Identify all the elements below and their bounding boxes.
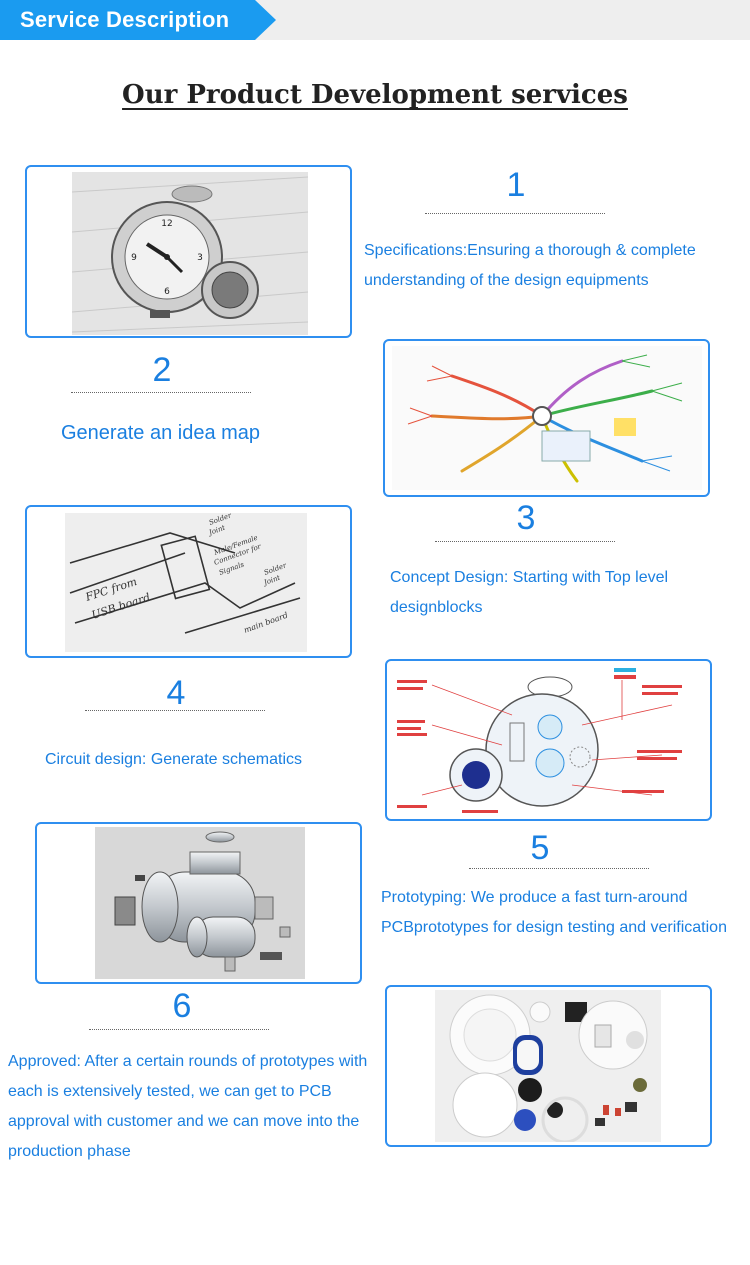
exploded-3d-model-image: [95, 827, 305, 979]
prototype-parts-image: [435, 990, 661, 1142]
step-description-6: Approved: After a certain rounds of prot…: [8, 1053, 368, 1160]
svg-text:6: 6: [164, 287, 170, 297]
step-description-1: Specifications:Ensuring a thorough & com…: [364, 242, 696, 289]
step-description-2: Generate an idea map: [61, 422, 261, 444]
mind-map-image: [392, 346, 702, 490]
step-description-5: Prototyping: We produce a fast turn-arou…: [381, 889, 727, 936]
step-number-4: 4: [166, 674, 186, 712]
step-number-1: 1: [506, 166, 526, 204]
divider-5: [469, 868, 649, 869]
step-number-6: 6: [172, 987, 192, 1025]
page-title: Our Product Development services: [122, 80, 628, 110]
concept-sketch-image: FPC from USB board Solder Joint Male/Fem…: [65, 513, 307, 652]
step-number-5: 5: [530, 829, 550, 867]
step-description-3: Concept Design: Starting with Top level …: [390, 569, 669, 616]
svg-text:12: 12: [161, 219, 172, 229]
step-number-2: 2: [152, 351, 172, 389]
step-number-3: 3: [516, 499, 536, 537]
banner-label: Service Description: [20, 7, 230, 32]
svg-text:9: 9: [131, 253, 137, 263]
clock-sketch-image: 12 3 6 9: [72, 172, 308, 335]
step-description-4: Circuit design: Generate schematics: [45, 751, 302, 768]
divider-3: [435, 541, 615, 542]
technical-drawing-image: [392, 665, 705, 815]
divider-2: [71, 392, 251, 393]
divider-1: [425, 213, 605, 214]
divider-4: [85, 710, 265, 711]
section-banner: Service Description: [0, 0, 276, 40]
divider-6: [89, 1029, 269, 1030]
svg-text:3: 3: [197, 253, 203, 263]
